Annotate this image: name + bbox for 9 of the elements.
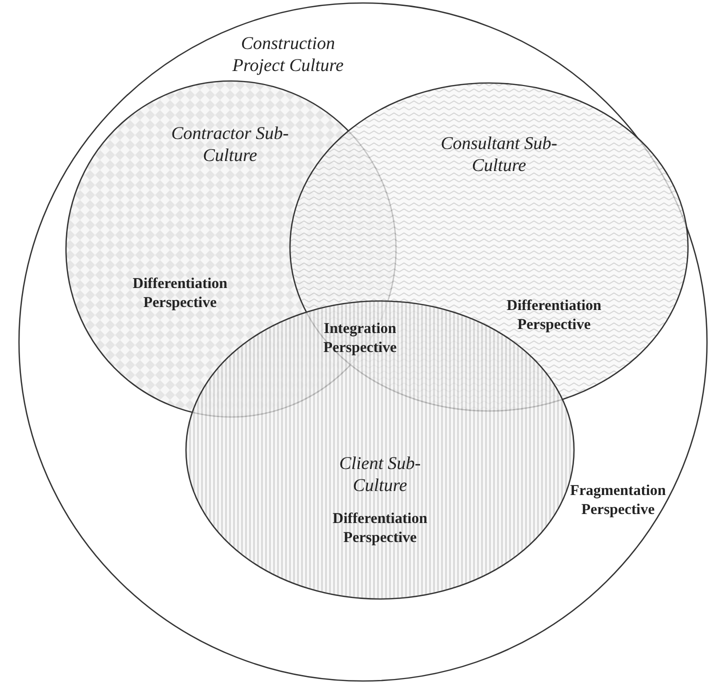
perspective-label: Differentiation Perspective xyxy=(506,297,602,335)
culture-title: Contractor Sub-Culture xyxy=(170,122,290,166)
culture-title: Construction Project Culture xyxy=(231,32,345,76)
culture-title: Client Sub-Culture xyxy=(338,452,422,496)
perspective-label: Differentiation Perspective xyxy=(332,510,428,548)
perspective-label: Fragmentation Perspective xyxy=(569,482,667,520)
perspective-label: Integration Perspective xyxy=(322,320,398,358)
perspective-label: Differentiation Perspective xyxy=(132,275,228,313)
culture-title: Consultant Sub-Culture xyxy=(440,132,558,176)
